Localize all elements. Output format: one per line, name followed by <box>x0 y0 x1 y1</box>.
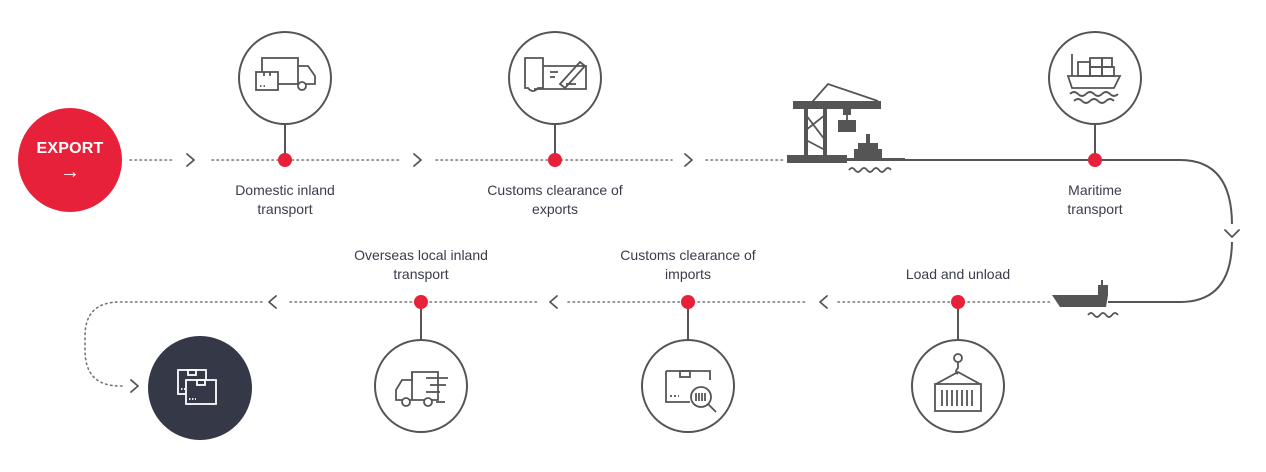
cargo-ship-icon <box>1066 54 1122 104</box>
step-label-customs-import: Customs clearance of imports <box>620 246 755 284</box>
ship-icon <box>1052 280 1108 307</box>
label-line: Customs clearance of <box>620 247 756 263</box>
step-icon-circle <box>374 339 468 433</box>
step-icon-circle <box>641 339 735 433</box>
return-connector <box>84 301 263 387</box>
step-label-customs-export: Customs clearance of exports <box>487 181 622 219</box>
step-node <box>1088 153 1102 167</box>
export-label: EXPORT <box>36 140 104 157</box>
step-label-overseas: Overseas local inland transport <box>354 246 488 284</box>
fast-truck-icon <box>395 371 448 407</box>
chevron-left-icon <box>549 295 558 309</box>
label-line: imports <box>665 266 711 282</box>
arrow-right-icon: → <box>60 161 80 183</box>
boxes-icon <box>177 369 217 405</box>
chevron-down-icon <box>1224 229 1240 238</box>
label-line: exports <box>532 201 578 217</box>
step-icon-circle <box>1048 31 1142 125</box>
step-label-domestic: Domestic inland transport <box>235 181 335 219</box>
label-line: Load and unload <box>905 266 1011 282</box>
step-node <box>548 153 562 167</box>
step-label-maritime: Maritime transport <box>1067 181 1122 219</box>
step-icon-circle <box>508 31 602 125</box>
label-line: transport <box>1067 201 1123 217</box>
label-line: Maritime <box>1068 182 1122 198</box>
chevron-left-icon <box>819 295 828 309</box>
delivery-end-node <box>148 336 252 440</box>
port-crane-icon <box>787 101 905 163</box>
step-node <box>414 295 428 309</box>
container-hoist-icon <box>934 353 982 412</box>
chevron-right-icon <box>186 153 195 167</box>
truck-boxes-icon <box>255 57 316 91</box>
label-line: Domestic inland <box>235 182 335 198</box>
label-line: transport <box>257 201 313 217</box>
chevron-right-icon <box>130 379 139 393</box>
step-label-load-unload: Load and unload <box>906 265 1010 284</box>
box-inspect-icon <box>665 370 717 413</box>
step-icon-circle <box>238 31 332 125</box>
chevron-left-icon <box>268 295 277 309</box>
chevron-right-icon <box>413 153 422 167</box>
step-node <box>951 295 965 309</box>
step-node <box>681 295 695 309</box>
label-line: transport <box>393 266 449 282</box>
chevron-right-icon <box>684 153 693 167</box>
document-sign-icon <box>524 57 587 92</box>
label-line: Overseas local inland <box>354 247 488 263</box>
export-start-button[interactable]: EXPORT → <box>18 108 122 212</box>
label-line: Customs clearance of <box>487 182 623 198</box>
step-node <box>278 153 292 167</box>
